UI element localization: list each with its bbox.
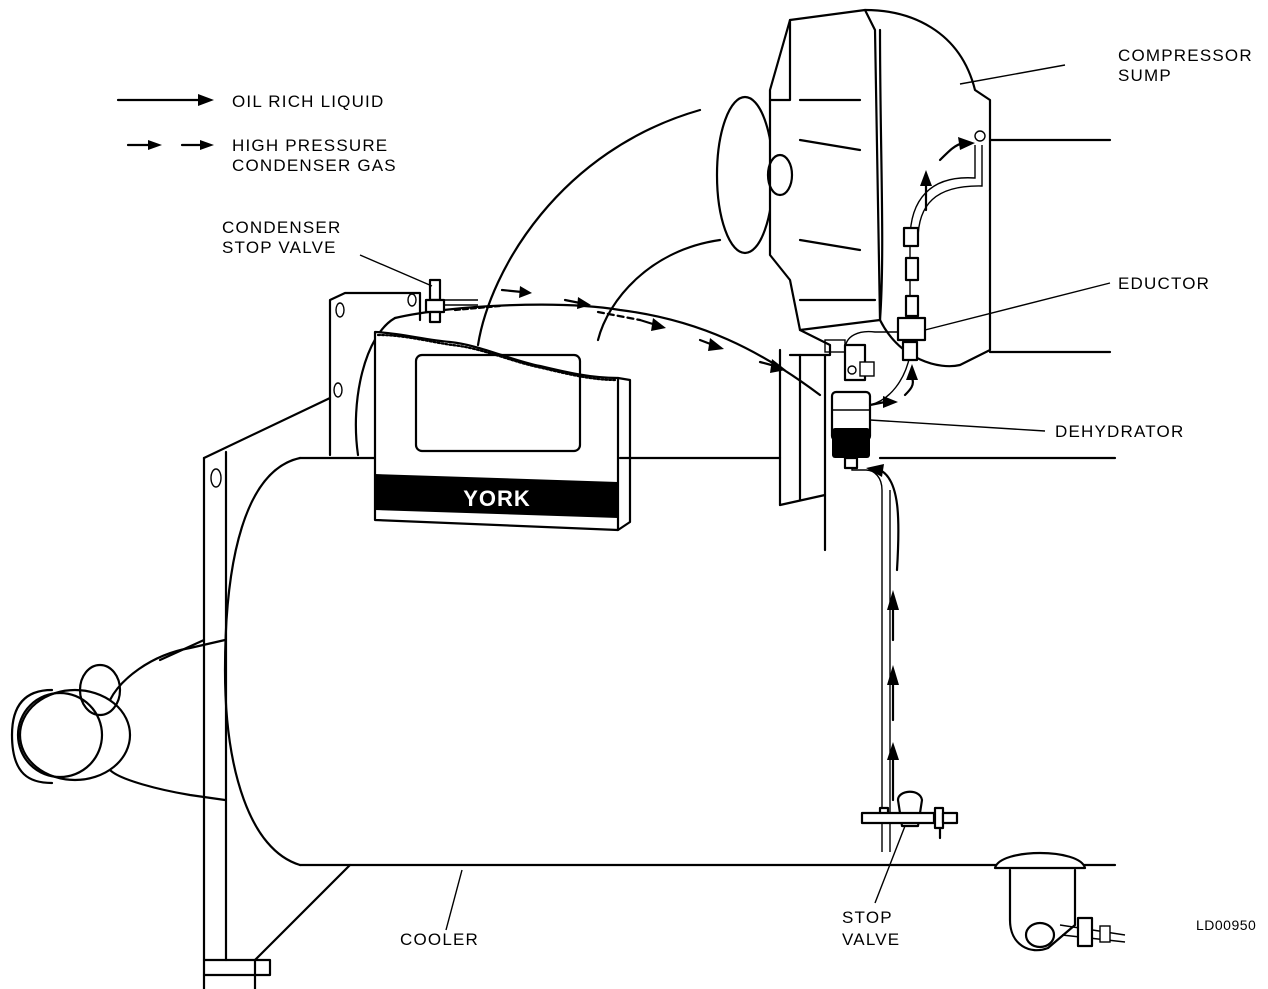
condenser-stop-valve-label-line1: CONDENSER [222,218,342,237]
condenser-shell [393,303,822,397]
cooler-shell [202,396,1117,989]
legend-dashed-label-line1: HIGH PRESSURE [232,136,389,155]
york-brand-logo: YORK [463,486,531,511]
compressor-sump-label-line1: COMPRESSOR [1118,46,1253,65]
compressor-housing [766,8,1112,368]
leader-lines [359,64,1111,931]
water-box-nozzle [10,638,227,802]
oil-flow-arrows [866,137,975,802]
eductor-icon [843,343,875,382]
dehydrator-label: DEHYDRATOR [1055,422,1185,441]
legend-dashed-arrow [126,140,214,150]
support-column [778,348,827,552]
condenser-stop-valve-icon [424,278,478,324]
stop-valve-label-line2: VALVE [842,930,901,949]
discharge-elbow [476,95,775,347]
dehydrator-icon [830,390,872,470]
legend-solid-label: OIL RICH LIQUID [232,92,385,111]
condenser-flange [328,291,422,457]
condenser-stop-valve-label-line2: STOP VALVE [222,238,337,257]
cooler-label: COOLER [400,930,479,949]
legend-solid-arrow [116,94,214,106]
legend-dashed-label-line2: CONDENSER GAS [232,156,397,175]
eductor-label: EDUCTOR [1118,274,1211,293]
eductor-fittings [896,226,927,362]
figure-id: LD00950 [1196,917,1257,933]
york-panel: YORK [373,330,632,532]
stop-valve-label-line1: STOP [842,908,893,927]
stop-valve-icon [860,790,959,840]
compressor-sump-label-line2: SUMP [1118,66,1172,85]
gas-flow-arrows [453,286,786,373]
cooler-drain-fitting [993,851,1126,952]
